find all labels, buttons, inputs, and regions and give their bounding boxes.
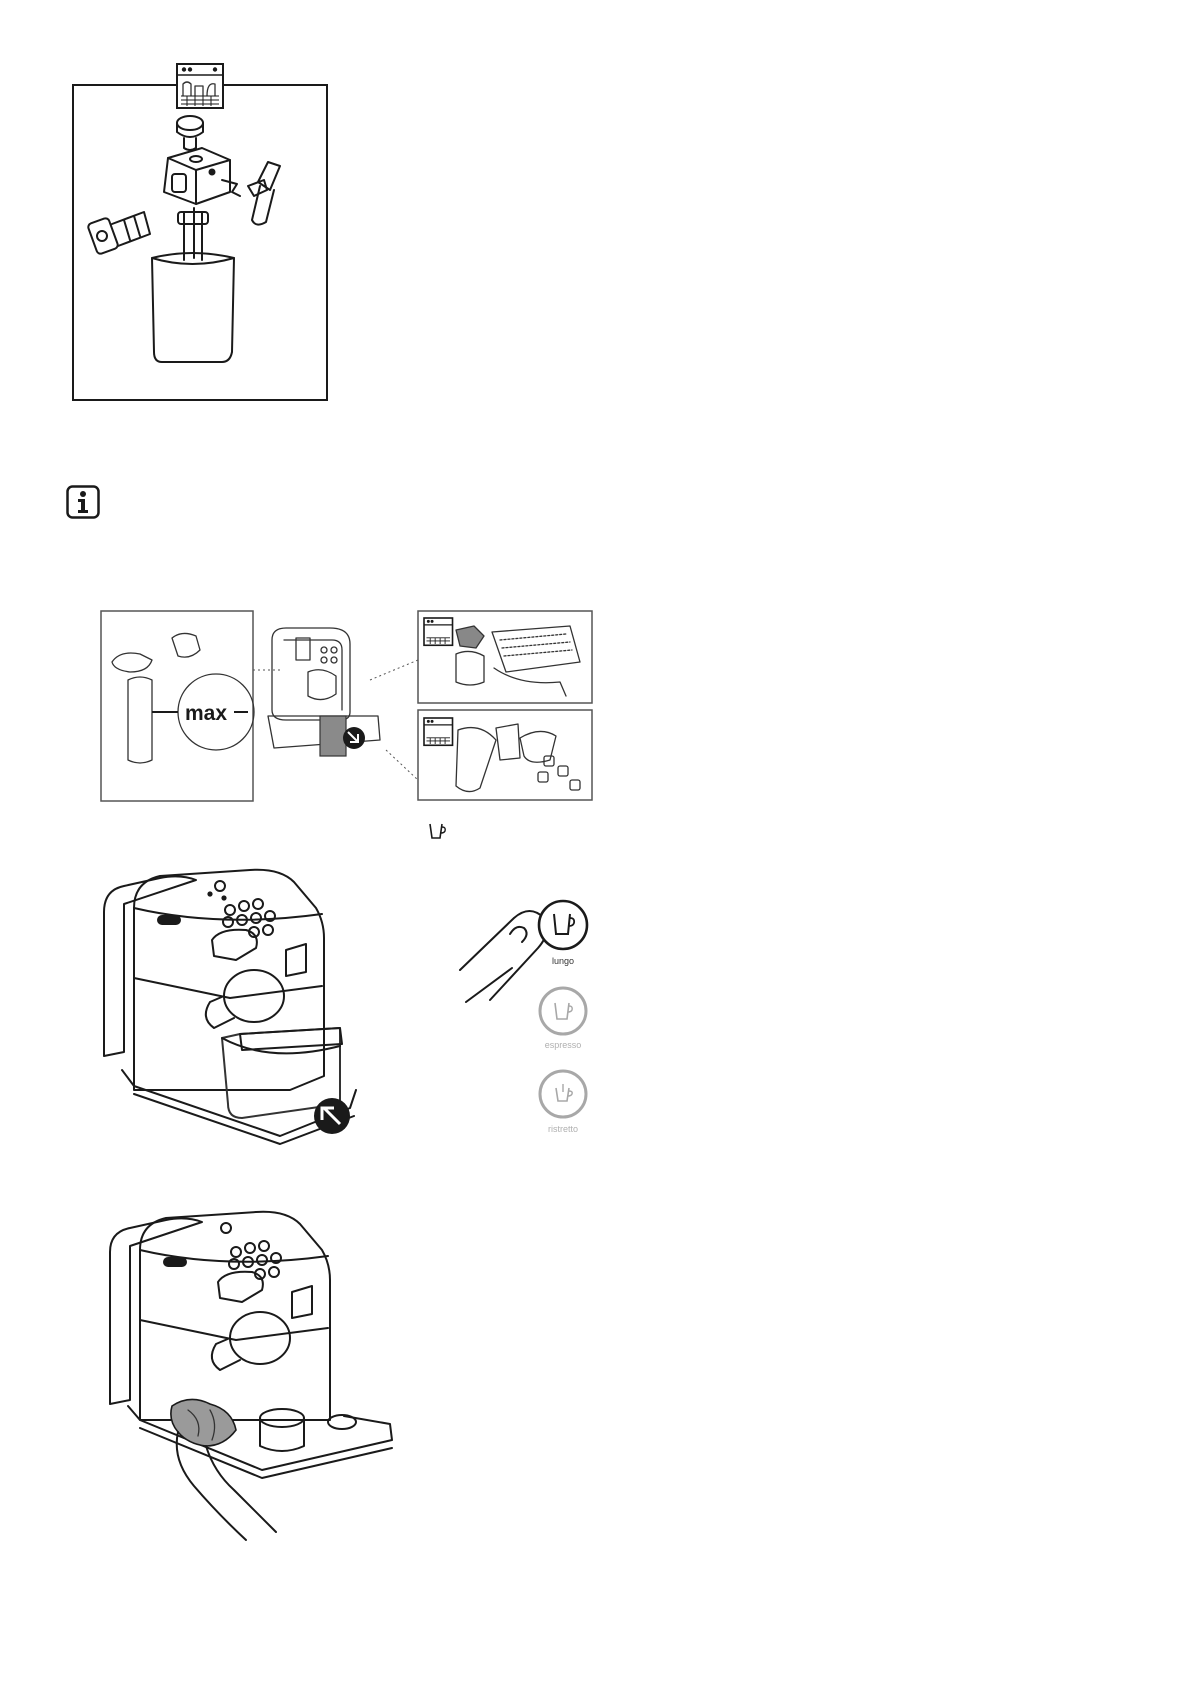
ristretto-button[interactable]: [537, 1068, 589, 1120]
cloth-icon: [171, 1399, 236, 1446]
espresso-label: espresso: [534, 1040, 592, 1050]
lungo-button[interactable]: [536, 898, 590, 952]
drip-tray-highlight: [320, 716, 346, 756]
arrow-icon: [343, 727, 365, 749]
cup-icon: [428, 822, 446, 840]
finger-icon: [460, 911, 547, 1002]
figure-wipe-drip-tray: [106, 1210, 398, 1560]
figure-cleaning-overview: max: [100, 610, 594, 832]
ristretto-label: ristretto: [534, 1124, 592, 1134]
info-icon: [66, 485, 100, 519]
espresso-button[interactable]: [537, 985, 589, 1037]
max-label: max: [185, 702, 227, 725]
figure-machine-container: [100, 868, 382, 1158]
lungo-label: lungo: [536, 956, 590, 966]
figure-milk-parts: [72, 62, 328, 402]
arrow-icon: [314, 1098, 350, 1134]
dishwasher-icon: [177, 64, 223, 108]
